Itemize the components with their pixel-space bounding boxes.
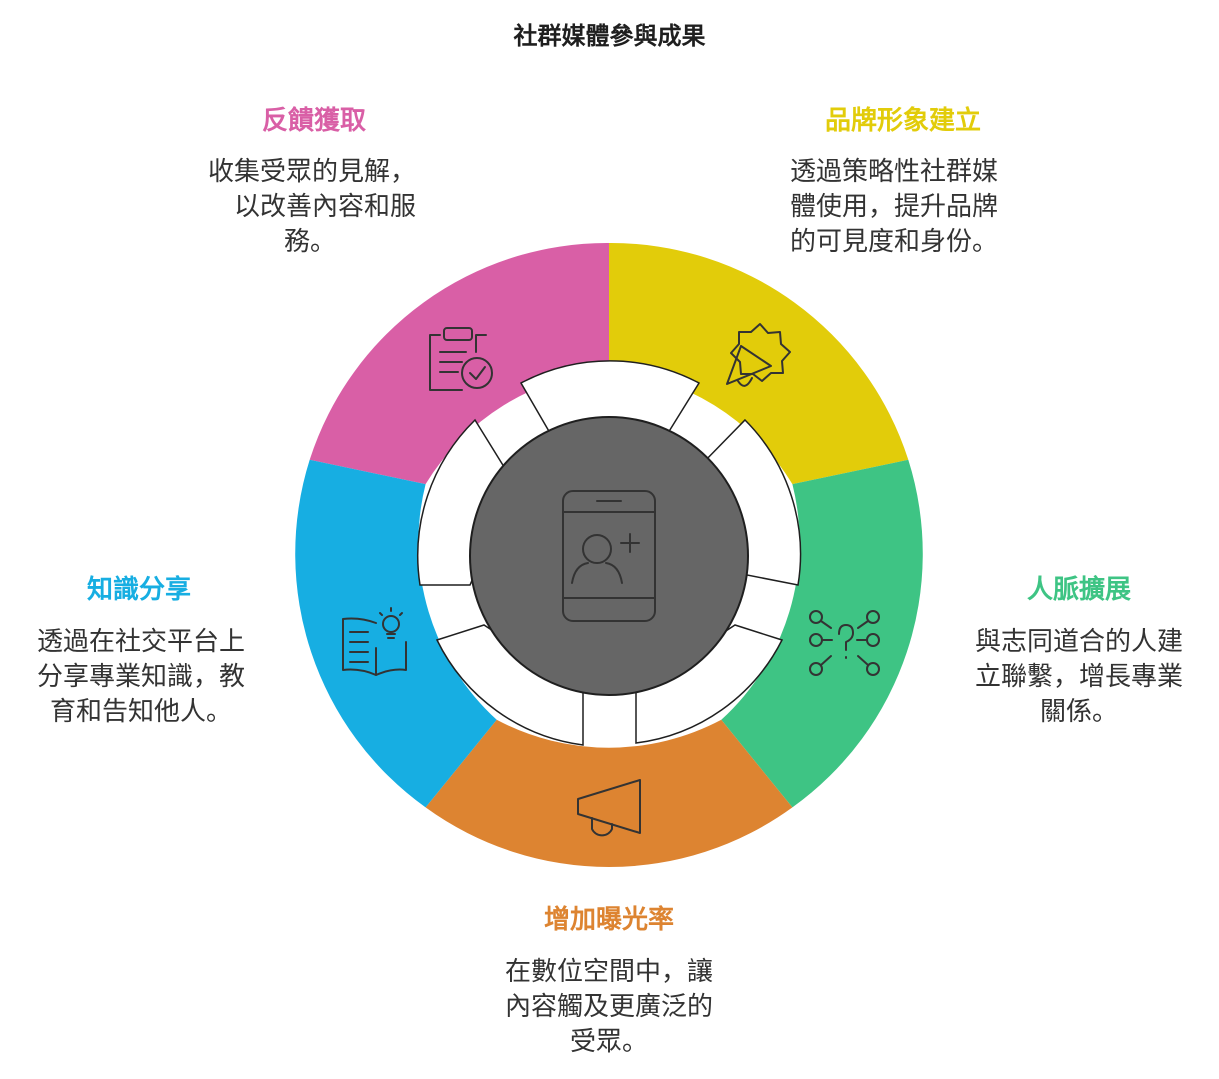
segment-network bbox=[721, 459, 923, 808]
arrow-band-knowledge bbox=[435, 624, 584, 746]
segment-knowledge bbox=[295, 459, 497, 808]
heading-brand: 品牌形象建立 bbox=[824, 106, 981, 136]
heading-network: 人脈擴展 bbox=[1026, 575, 1131, 605]
desc-brand-line: 體使用，提升品牌 bbox=[790, 192, 999, 222]
desc-exposure: 在數位空間中，讓 內容觸及更廣泛的 受眾。 bbox=[479, 955, 739, 1060]
desc-network-line: 與志同道合的人建 bbox=[974, 627, 1183, 657]
clipboard-check-icon bbox=[429, 327, 493, 391]
desc-knowledge-line: 育和告知他人。 bbox=[49, 697, 232, 727]
desc-exposure-line: 內容觸及更廣泛的 bbox=[504, 992, 713, 1022]
desc-knowledge-line: 透過在社交平台上 bbox=[36, 627, 245, 657]
desc-feedback-line: 務。 bbox=[283, 227, 336, 257]
heading-exposure: 增加曝光率 bbox=[543, 905, 674, 935]
diagram-title: 社群媒體參與成果 bbox=[513, 22, 706, 50]
desc-feedback-line: 收集受眾的見解， bbox=[207, 157, 416, 187]
desc-network: 與志同道合的人建 立聯繫，增長專業 關係。 bbox=[963, 625, 1195, 730]
desc-brand-line: 透過策略性社群媒 bbox=[790, 157, 999, 187]
arrow-band-feedback bbox=[417, 418, 515, 586]
desc-knowledge-line: 分享專業知識，教 bbox=[36, 662, 245, 692]
segment-exposure bbox=[425, 719, 793, 867]
network-question-icon bbox=[809, 610, 880, 676]
megaphone-badge-icon bbox=[726, 323, 791, 387]
heading-knowledge: 知識分享 bbox=[86, 575, 191, 605]
desc-brand: 透過策略性社群媒 體使用，提升品牌 的可見度和身份。 bbox=[790, 155, 1050, 260]
desc-knowledge: 透過在社交平台上 分享專業知識，教 育和告知他人。 bbox=[21, 625, 261, 730]
heading-feedback: 反饋獲取 bbox=[261, 106, 366, 136]
desc-brand-line: 的可見度和身份。 bbox=[790, 227, 999, 257]
segment-feedback bbox=[309, 242, 609, 485]
desc-network-line: 關係。 bbox=[1039, 697, 1118, 727]
arrow-band-brand bbox=[519, 360, 701, 434]
desc-exposure-line: 在數位空間中，讓 bbox=[504, 957, 713, 987]
smartphone-add-user-icon bbox=[562, 490, 656, 622]
megaphone-icon bbox=[577, 779, 641, 837]
desc-exposure-line: 受眾。 bbox=[569, 1027, 648, 1057]
desc-feedback: 收集受眾的見解， 以改善內容和服 務。 bbox=[180, 155, 416, 260]
arrow-band-exposure bbox=[635, 624, 784, 744]
desc-network-line: 立聯繫，增長專業 bbox=[974, 662, 1183, 692]
desc-feedback-line: 以改善內容和服 bbox=[233, 192, 416, 222]
segment-brand bbox=[609, 242, 909, 485]
book-lightbulb-icon bbox=[342, 607, 407, 676]
arrow-band-network bbox=[699, 418, 802, 586]
